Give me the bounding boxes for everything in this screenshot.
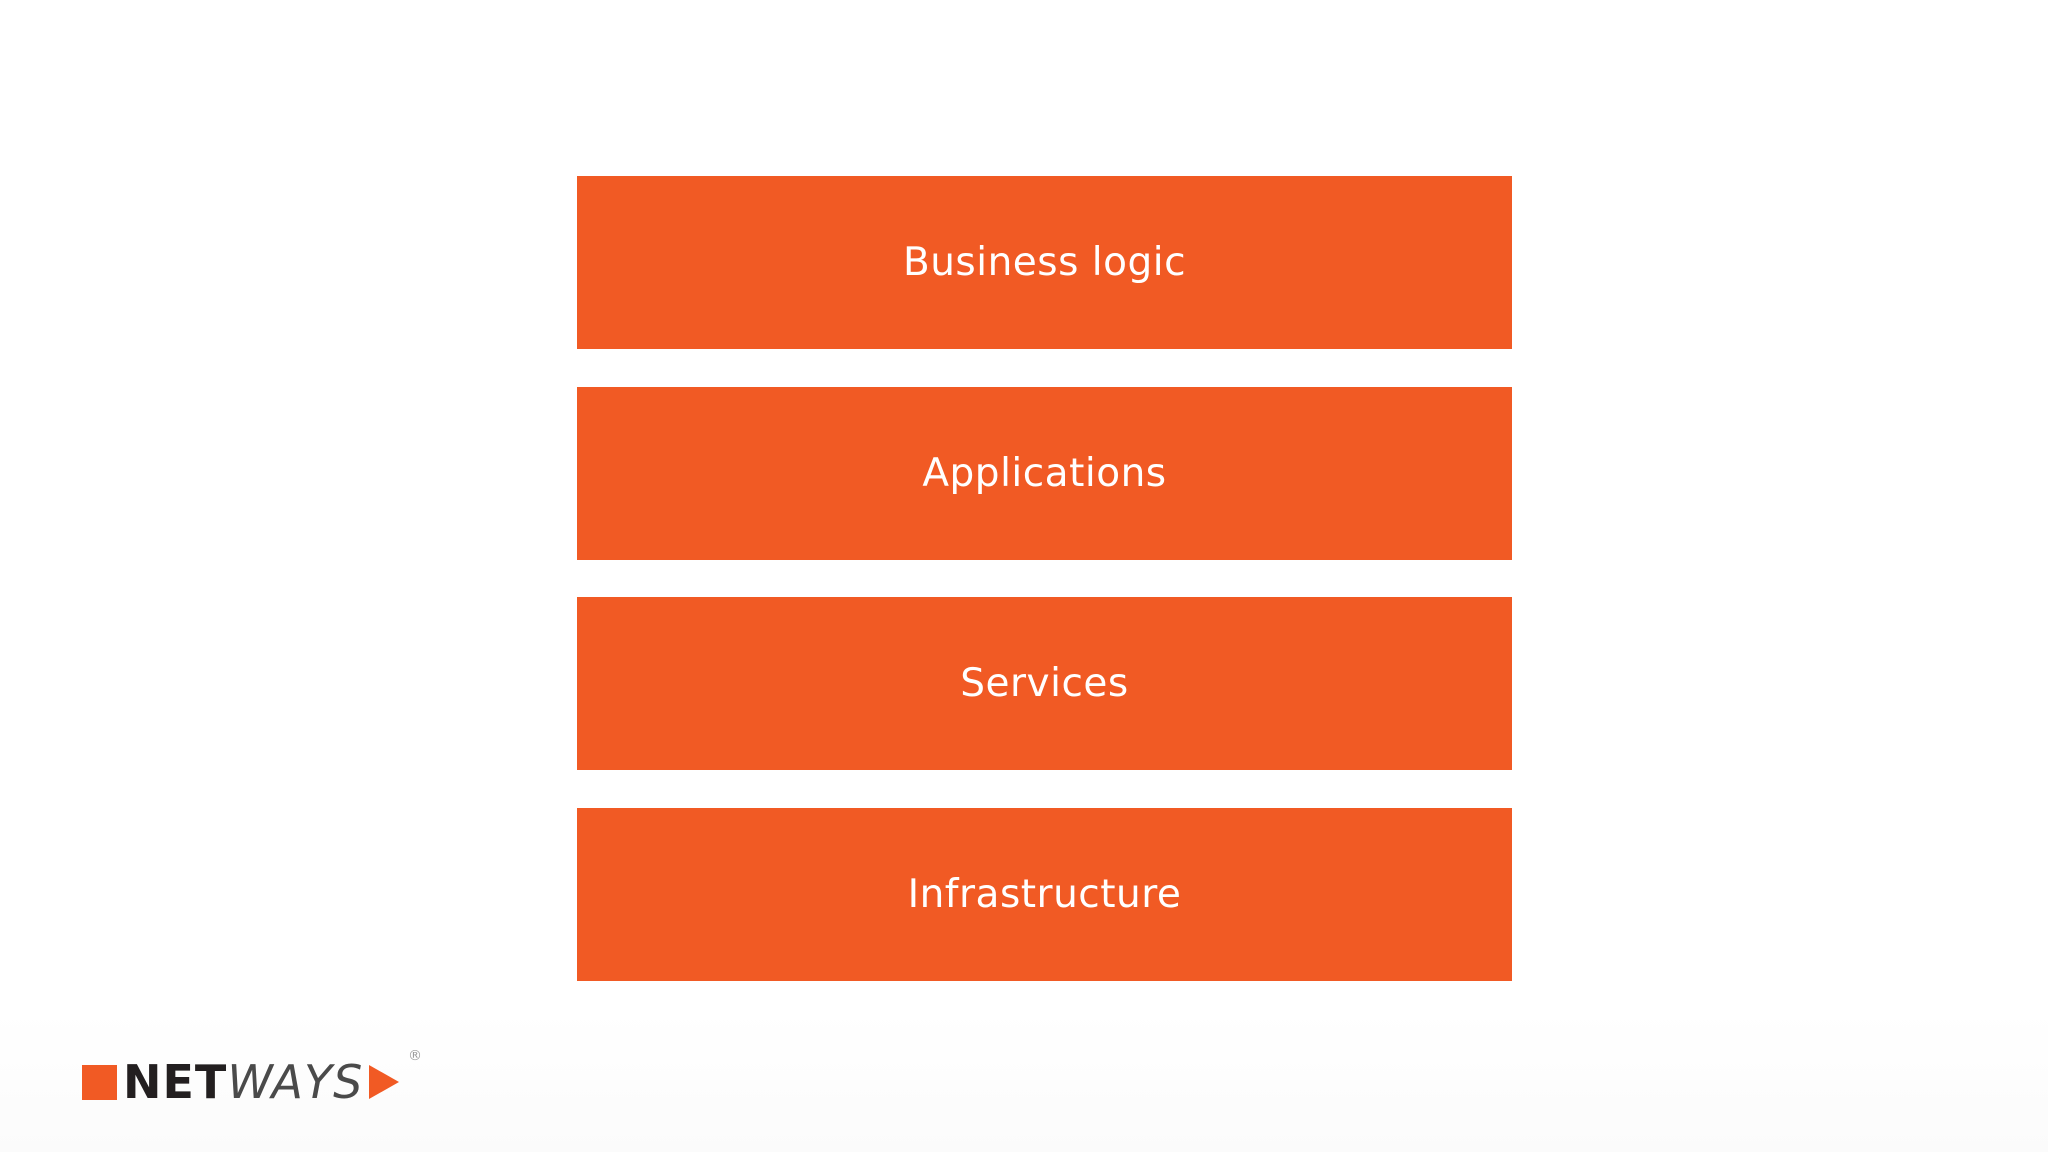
layer-business-logic: Business logic bbox=[577, 176, 1512, 349]
layer-label: Services bbox=[960, 661, 1129, 706]
logo-text-bold: NET bbox=[123, 1055, 228, 1109]
layer-services: Services bbox=[577, 597, 1512, 770]
layer-label: Infrastructure bbox=[907, 872, 1182, 917]
bottom-fade bbox=[0, 1010, 2048, 1152]
layer-infrastructure: Infrastructure bbox=[577, 808, 1512, 981]
layer-label: Applications bbox=[922, 451, 1167, 496]
netways-logo: NET WAYS ® bbox=[82, 1048, 422, 1112]
layer-label: Business logic bbox=[902, 240, 1187, 285]
logo-text-italic: WAYS bbox=[227, 1055, 364, 1109]
layer-applications: Applications bbox=[577, 387, 1512, 560]
logo-play-arrow-icon bbox=[369, 1065, 400, 1099]
registered-mark: ® bbox=[408, 1048, 422, 1064]
logo-square-icon bbox=[82, 1064, 117, 1100]
